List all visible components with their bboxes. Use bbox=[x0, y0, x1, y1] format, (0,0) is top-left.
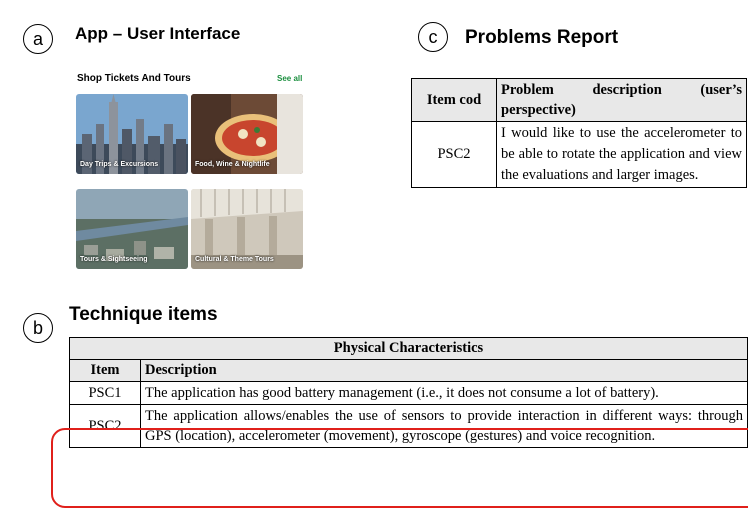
technique-header-description: Description bbox=[140, 359, 748, 382]
aerial-city-image bbox=[76, 189, 188, 269]
tile-label-food-wine: Food, Wine & Nightlife bbox=[195, 161, 270, 168]
table-row: PSC2 I would like to use the acceleromet… bbox=[411, 121, 747, 188]
section-a-marker: a bbox=[23, 24, 53, 54]
problems-header-item: Item cod bbox=[411, 78, 497, 122]
tile-tours-sightseeing[interactable]: Tours & Sightseeing bbox=[76, 189, 188, 269]
tile-label-tours-sightseeing: Tours & Sightseeing bbox=[80, 256, 148, 263]
section-c-title: Problems Report bbox=[465, 27, 619, 48]
problems-table: Item cod Problem description (user’s per… bbox=[411, 78, 747, 188]
tile-label-day-trips: Day Trips & Excursions bbox=[80, 161, 159, 168]
technique-description: The application has good battery managem… bbox=[140, 381, 748, 405]
technique-header-item: Item bbox=[69, 359, 141, 382]
section-b-marker: b bbox=[23, 313, 53, 343]
highlight-outline bbox=[51, 428, 748, 508]
pizza-image bbox=[191, 94, 303, 174]
problem-description: I would like to use the accelerometer to… bbox=[496, 121, 747, 188]
see-all-link[interactable]: See all bbox=[277, 74, 303, 83]
section-c-letter: c bbox=[428, 26, 438, 47]
city-skyline-image bbox=[76, 94, 188, 174]
tile-food-wine[interactable]: Food, Wine & Nightlife bbox=[191, 94, 303, 174]
section-a-title: App – User Interface bbox=[75, 24, 241, 43]
technique-item-code: PSC1 bbox=[69, 381, 141, 405]
app-section-header: Shop Tickets And Tours bbox=[77, 73, 191, 84]
technique-table: Physical Characteristics Item Descriptio… bbox=[69, 337, 748, 448]
section-b-letter: b bbox=[32, 317, 43, 338]
problems-header-row: Item cod Problem description (user’s per… bbox=[411, 78, 747, 122]
museum-hall-image bbox=[191, 189, 303, 269]
problem-item-code: PSC2 bbox=[411, 121, 497, 188]
technique-group-header-row: Physical Characteristics bbox=[69, 337, 748, 360]
problems-header-description: Problem description (user’s perspective) bbox=[496, 78, 747, 122]
tile-cultural-theme[interactable]: Cultural & Theme Tours bbox=[191, 189, 303, 269]
technique-description: The application allows/enables the use o… bbox=[140, 404, 748, 448]
tile-day-trips[interactable]: Day Trips & Excursions bbox=[76, 94, 188, 174]
technique-group-header: Physical Characteristics bbox=[69, 337, 748, 360]
table-row: PSC1 The application has good battery ma… bbox=[69, 381, 748, 405]
section-b-title: Technique items bbox=[69, 304, 218, 325]
table-row: PSC2 The application allows/enables the … bbox=[69, 404, 748, 448]
technique-item-code: PSC2 bbox=[69, 404, 141, 448]
tile-label-cultural-theme: Cultural & Theme Tours bbox=[195, 256, 274, 263]
section-a-letter: a bbox=[32, 28, 43, 49]
section-c-marker: c bbox=[418, 22, 448, 52]
technique-header-row: Item Description bbox=[69, 359, 748, 382]
